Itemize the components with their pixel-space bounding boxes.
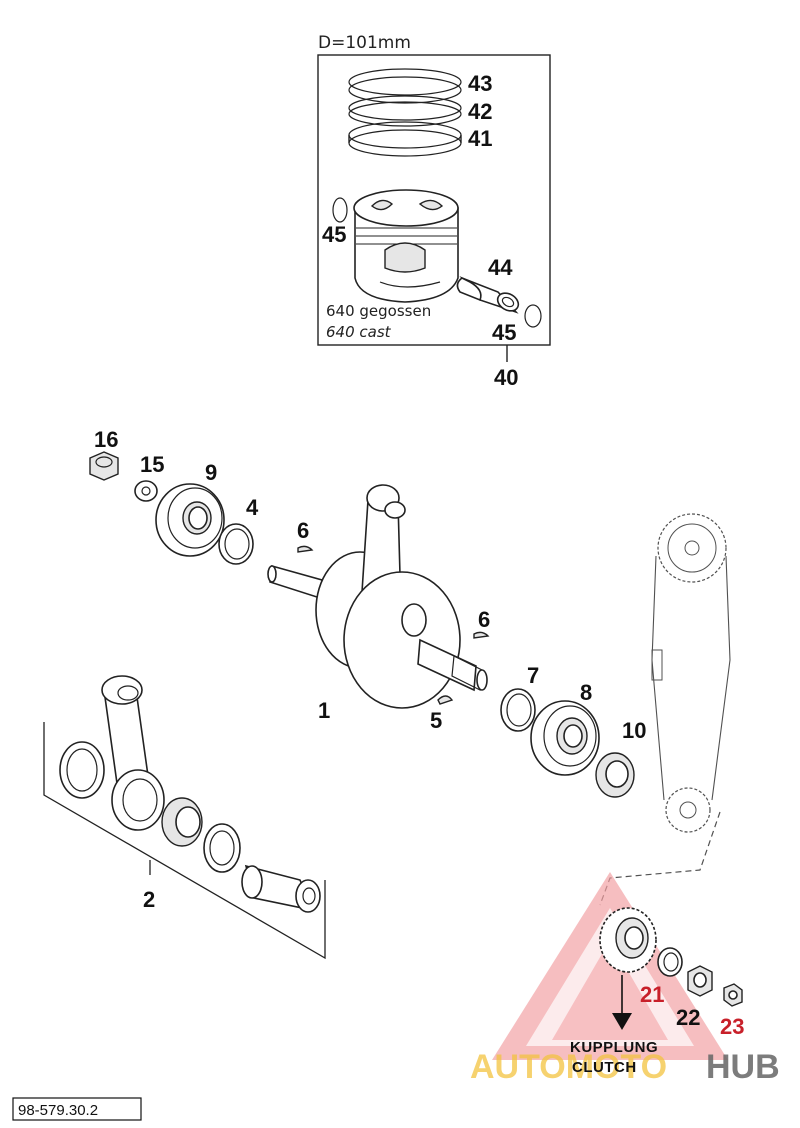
clutch-label-en: CLUTCH	[572, 1059, 637, 1076]
spacer-21	[657, 947, 683, 977]
callout-8: 8	[580, 680, 592, 705]
callout-10: 10	[622, 718, 646, 743]
seal-10	[595, 752, 635, 798]
piston-inset: D=101mm	[317, 33, 551, 346]
callout-15: 15	[140, 452, 164, 477]
shim-7	[500, 688, 536, 732]
piston-note-de: 640 gegossen	[326, 302, 431, 320]
piston-inset-frame	[317, 54, 551, 346]
callout-4: 4	[246, 495, 259, 520]
watermark-logo	[492, 872, 728, 1060]
nut-22	[687, 965, 713, 997]
clutch-arrow	[612, 975, 632, 1030]
clutch-label-de: KUPPLUNG	[570, 1039, 658, 1056]
callout-23: 23	[720, 1014, 744, 1039]
callout-6: 6	[297, 518, 309, 543]
woodruff-key-6	[297, 545, 314, 553]
callout-2: 2	[143, 887, 155, 912]
callout-40: 40	[494, 365, 518, 390]
bearing-8	[530, 700, 600, 776]
callout-43: 43	[468, 71, 492, 96]
callout-9: 9	[205, 460, 217, 485]
watermark-text-hub: HUB	[706, 1048, 780, 1086]
callout-5: 5	[430, 708, 442, 733]
callout-16: 16	[94, 427, 118, 452]
woodruff-key-6	[473, 631, 490, 639]
piston-note-en: 640 cast	[326, 323, 392, 341]
nut-16	[89, 451, 119, 481]
clutch-gear	[599, 907, 657, 973]
callout-41: 41	[468, 126, 492, 151]
callout-7: 7	[527, 663, 539, 688]
callout-44: 44	[488, 255, 513, 280]
washer-15	[134, 480, 158, 502]
callout-1: 1	[318, 698, 330, 723]
conrod-kit-2	[43, 675, 326, 960]
callout-21: 21	[640, 982, 664, 1007]
watermark-text: AUTOMOTO	[470, 1048, 667, 1086]
dimension-label: D=101mm	[318, 33, 411, 53]
document-number: 98-579.30.2	[18, 1102, 98, 1119]
timing-chain-assembly	[599, 513, 731, 906]
document-number-box	[12, 1097, 142, 1121]
callout-42: 42	[468, 99, 492, 124]
crankshaft-1	[267, 484, 488, 709]
shim-4	[218, 523, 254, 565]
piston-pin	[456, 276, 520, 314]
callout-45: 45	[492, 320, 516, 345]
piston	[353, 189, 459, 303]
circlip	[332, 197, 348, 223]
woodruff-key-5	[437, 695, 454, 705]
callout-6: 6	[478, 607, 490, 632]
piston-rings	[348, 68, 462, 157]
bearing-9	[155, 483, 225, 557]
callout-22: 22	[676, 1005, 700, 1030]
nut-23	[723, 983, 743, 1007]
circlip	[524, 304, 542, 328]
callout-45: 45	[322, 222, 346, 247]
